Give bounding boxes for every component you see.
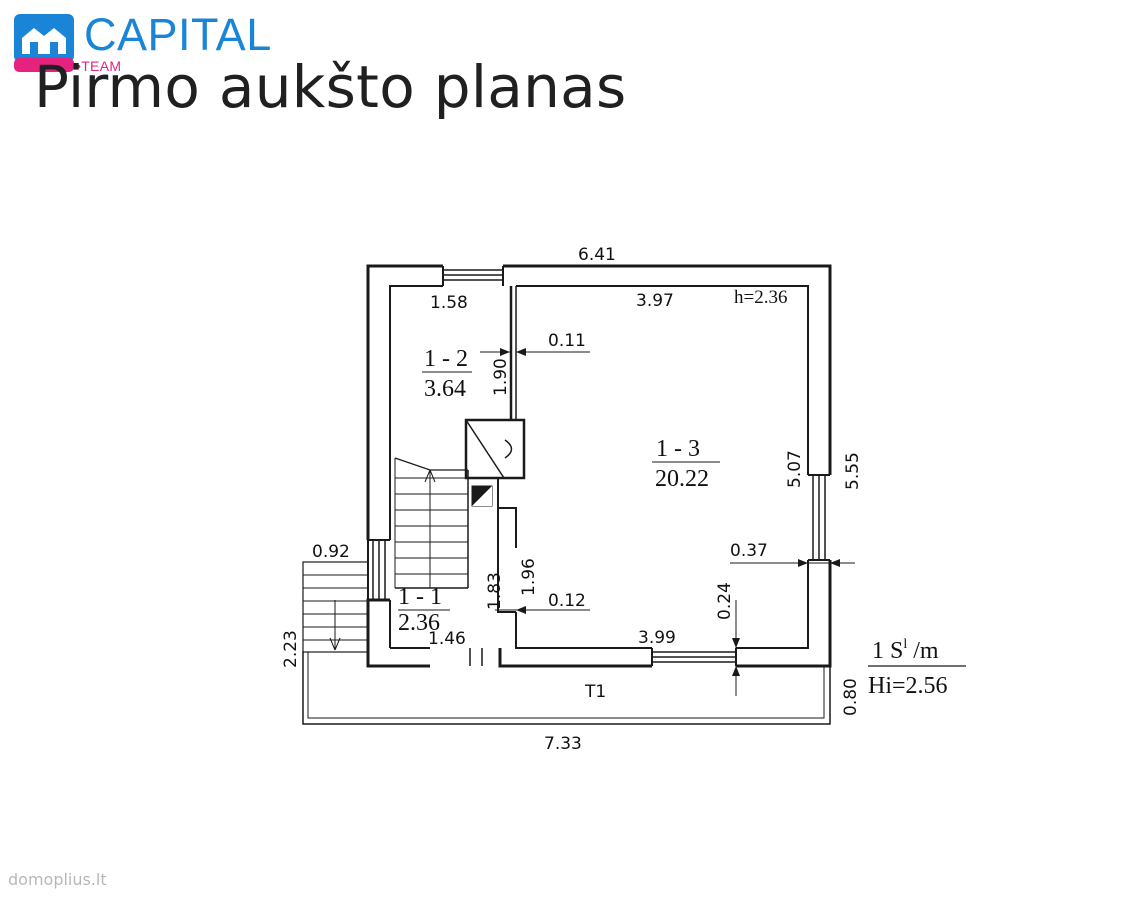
room-1-2-area: 3.64 xyxy=(424,376,466,402)
room-height-label: h=2.36 xyxy=(734,287,787,308)
logo: CAPITAL •TEAM xyxy=(14,9,284,80)
room-1-1-area: 2.36 xyxy=(398,610,440,636)
walls xyxy=(302,264,966,725)
terrace-label: T1 xyxy=(584,682,606,702)
watermark: domoplius.lt xyxy=(8,870,107,889)
dim-right-555: 5.55 xyxy=(843,452,863,490)
page-title: Pirmo aukšto planas xyxy=(34,53,627,121)
level-label: 1 S xyxy=(872,638,903,664)
dim-partition-top: 0.11 xyxy=(548,331,586,351)
room-1-2-id: 1 - 2 xyxy=(424,346,468,372)
level-superscript: l xyxy=(903,637,907,652)
dim-room13-width-bottom: 3.99 xyxy=(638,628,676,648)
logo-subtext: •TEAM xyxy=(76,58,122,74)
dim-stair-length: 2.23 xyxy=(281,630,301,668)
dim-right-507: 5.07 xyxy=(785,450,805,488)
capital-house-icon xyxy=(14,14,74,72)
room-1-3-area: 20.22 xyxy=(655,466,709,492)
dim-right-037: 0.37 xyxy=(730,541,768,561)
dim-room12-width: 1.58 xyxy=(430,293,468,313)
dim-bottom-total: 7.33 xyxy=(544,734,582,754)
dim-vert-190: 1.90 xyxy=(491,358,511,396)
dim-room11-width: 1.46 xyxy=(428,629,466,649)
dim-vert-196: 1.96 xyxy=(519,558,539,596)
room-1-3-id: 1 - 3 xyxy=(656,436,700,462)
dim-room13-width-top: 3.97 xyxy=(636,291,674,311)
dim-stair-width: 0.92 xyxy=(312,542,350,562)
level-unit: /m xyxy=(907,638,939,664)
dim-vert-183: 1.83 xyxy=(485,572,505,610)
hi-label: Hi=2.56 xyxy=(868,673,948,699)
dim-terrace-depth: 0.80 xyxy=(841,678,861,716)
dim-vert-024: 0.24 xyxy=(715,582,735,620)
logo-wordmark: CAPITAL xyxy=(84,9,272,60)
svg-text:1 Sl /m: 1 Sl /m xyxy=(872,637,939,664)
room-1-1-id: 1 - 1 xyxy=(398,584,442,610)
dim-top-total: 6.41 xyxy=(578,245,616,265)
dim-partition-bottom: 0.12 xyxy=(548,591,586,611)
